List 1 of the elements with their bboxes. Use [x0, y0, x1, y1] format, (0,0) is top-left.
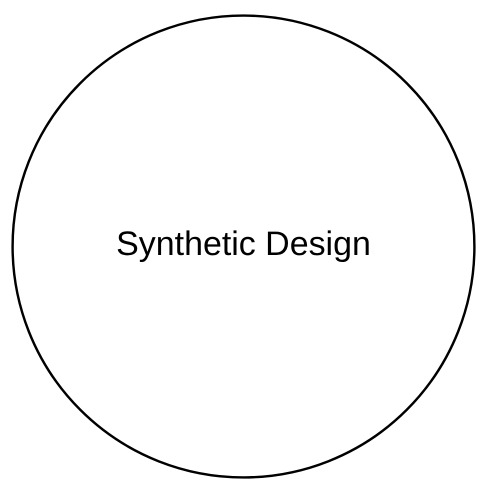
node-circle: Synthetic Design	[11, 14, 476, 479]
